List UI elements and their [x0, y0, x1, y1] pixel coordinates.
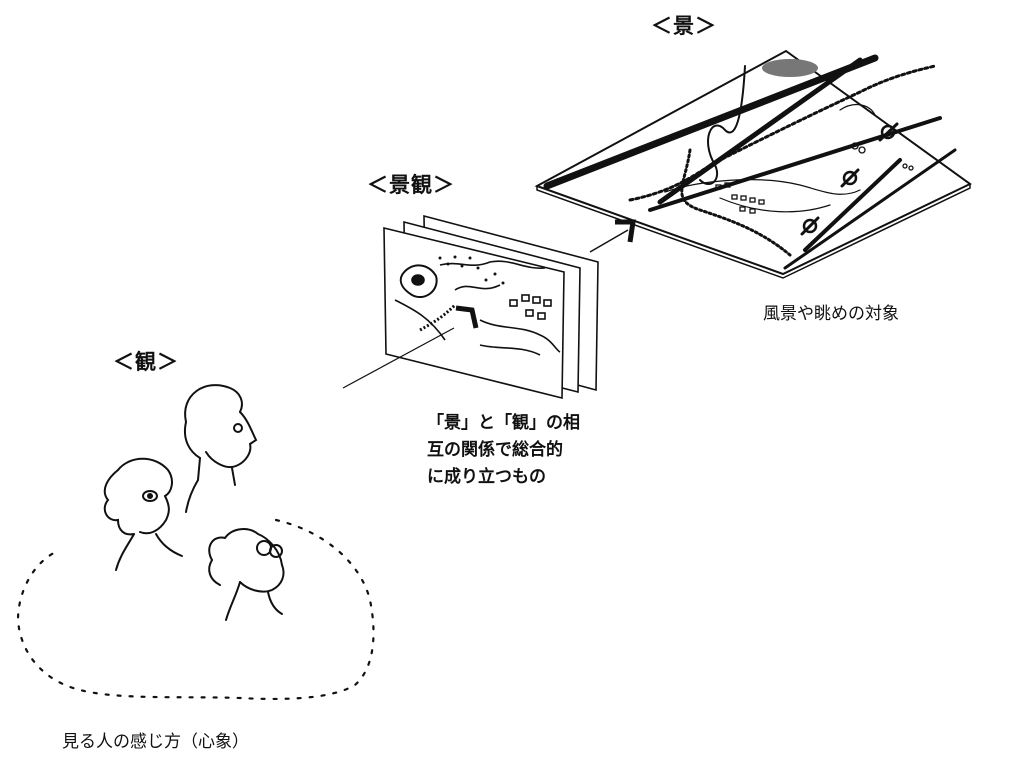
- viewer-man: [184, 384, 258, 513]
- caption-relation-line-2: 互の関係で総合的: [427, 440, 563, 460]
- caption-viewer: 見る人の感じ方（心象）: [62, 732, 249, 752]
- label-keikan: ＜景観＞: [367, 173, 455, 197]
- label-kei: ＜景＞: [651, 14, 717, 38]
- arrow-icon: [589, 219, 636, 253]
- viewer-woman: [103, 457, 183, 571]
- pointer-line: [342, 327, 455, 389]
- thought-cloud: [16, 518, 375, 701]
- landscape-board: [534, 49, 972, 279]
- main-road: [543, 54, 879, 190]
- caption-relation: 「景」と「観」の相 互の関係で総合的 に成り立つもの: [427, 410, 617, 491]
- viewers: [16, 384, 375, 701]
- perception-cards: [383, 214, 599, 400]
- caption-relation-line-1: 「景」と「観」の相: [427, 413, 580, 433]
- viewer-elder: [208, 528, 285, 621]
- label-kan: ＜観＞: [113, 350, 179, 374]
- caption-scenery: 風景や眺めの対象: [763, 304, 899, 324]
- caption-relation-line-3: に成り立つもの: [427, 467, 546, 487]
